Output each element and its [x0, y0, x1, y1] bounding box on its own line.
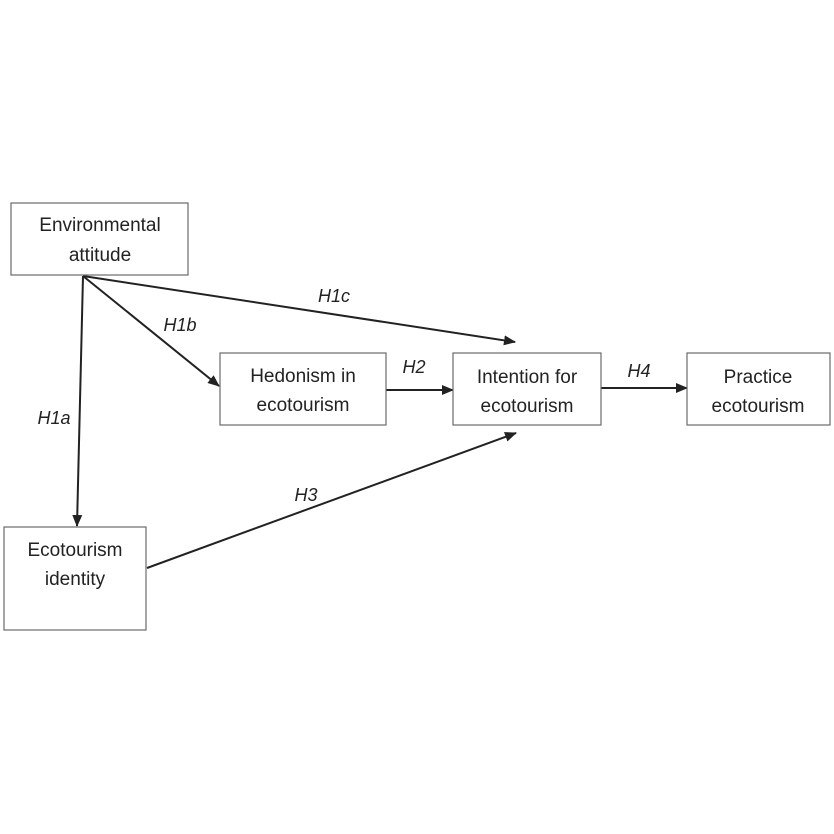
edge-h2-label: H2 — [402, 357, 425, 377]
node-identity-line1: Ecotourism — [27, 540, 122, 561]
edge-h2: H2 — [386, 357, 454, 395]
node-environmental-attitude-line2: attitude — [69, 245, 131, 266]
edge-h3-arrow — [146, 432, 517, 569]
node-intention-line2: ecotourism — [481, 396, 574, 417]
edge-h1c: H1c — [82, 275, 516, 346]
edge-h1b: H1b — [82, 275, 220, 387]
node-intention-line1: Intention for — [477, 367, 578, 388]
edge-h1b-label: H1b — [163, 315, 196, 335]
edge-h3: H3 — [146, 432, 517, 569]
edge-h1b-arrow — [82, 275, 220, 387]
node-environmental-attitude: Environmental attitude — [10, 202, 189, 276]
node-environmental-attitude-line1: Environmental — [39, 215, 160, 236]
edge-h1a: H1a — [37, 275, 84, 527]
node-hedonism-line2: ecotourism — [257, 395, 350, 416]
edge-h1a-arrow — [72, 275, 84, 527]
edge-h4-label: H4 — [627, 361, 650, 381]
node-hedonism-in-ecotourism: Hedonism in ecotourism — [219, 352, 387, 426]
node-identity-line2: identity — [45, 569, 106, 590]
node-intention-for-ecotourism: Intention for ecotourism — [452, 352, 602, 426]
node-ecotourism-identity: Ecotourism identity — [3, 526, 147, 631]
edge-h1c-arrow — [82, 275, 516, 346]
node-practice-line2: ecotourism — [712, 396, 805, 417]
node-hedonism-line1: Hedonism in — [250, 366, 356, 387]
node-practice-ecotourism: Practice ecotourism — [686, 352, 831, 426]
edge-h1a-label: H1a — [37, 408, 70, 428]
edge-h3-label: H3 — [294, 485, 317, 505]
edge-h1c-label: H1c — [318, 286, 350, 306]
node-practice-line1: Practice — [724, 367, 793, 388]
edge-h4: H4 — [601, 361, 688, 393]
